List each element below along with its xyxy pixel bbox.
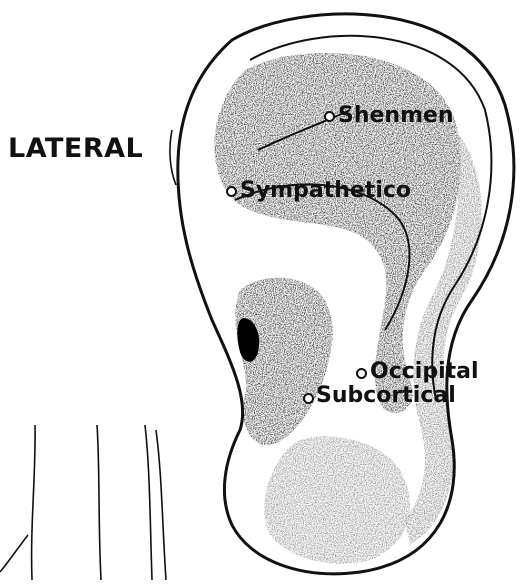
point-label-occipital: Occipital <box>370 361 479 383</box>
point-marker-sympathetic <box>226 186 237 197</box>
point-marker-occipital <box>356 368 367 379</box>
neck-line <box>32 425 36 580</box>
cheek-line <box>170 130 176 185</box>
neck-line <box>156 430 166 580</box>
point-label-sympathetic: Sympathetico <box>240 180 411 202</box>
diagram-title: LATERAL <box>8 135 143 162</box>
point-marker-shenmen <box>324 111 335 122</box>
point-label-subcortical: Subcortical <box>316 385 456 407</box>
point-label-shenmen: Shenmen <box>338 105 454 127</box>
neck-line <box>145 425 152 580</box>
neck-line <box>0 535 28 572</box>
neck-line <box>97 425 101 580</box>
point-marker-subcortical <box>303 393 314 404</box>
